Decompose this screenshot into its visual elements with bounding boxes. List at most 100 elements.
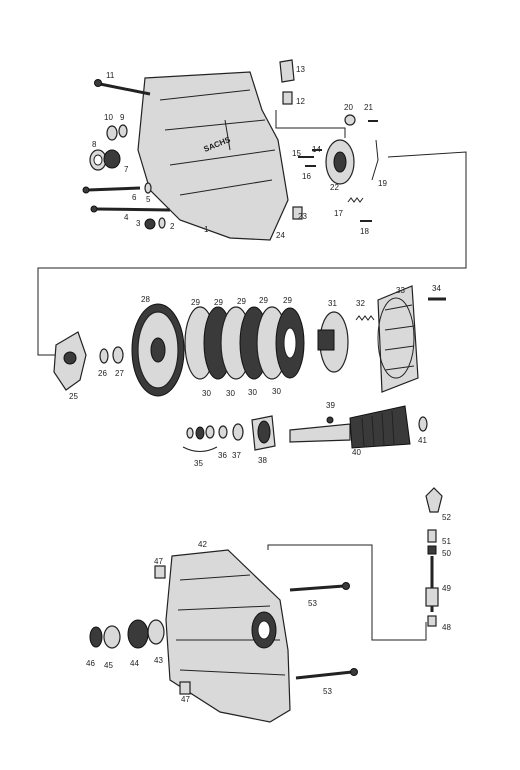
bolt-53-bottom [295,668,358,680]
label-32: 32 [356,299,365,308]
plug-13 [279,59,295,83]
label-23: 23 [298,212,307,221]
label-22: 22 [330,183,339,192]
spring-17 [347,197,364,203]
label-12: 12 [296,97,305,106]
label-51: 51 [442,537,451,546]
label-30d: 30 [272,387,281,396]
label-49: 49 [442,584,451,593]
clip-20 [344,114,356,126]
screw-4 [90,205,171,213]
label-44: 44 [130,659,139,668]
label-40: 40 [352,448,361,457]
label-18: 18 [360,227,369,236]
label-47a: 47 [154,557,163,566]
label-24: 24 [276,231,285,240]
washer-set-35 [186,425,215,440]
label-34: 34 [432,284,441,293]
screw-6 [82,186,141,194]
label-29d: 29 [259,296,268,305]
washer-26 [99,348,109,364]
label-28: 28 [141,295,150,304]
dowel-47-bottom [179,681,191,695]
washer-27 [112,346,124,364]
release-lever-22 [325,139,355,185]
lever-25 [53,331,87,391]
washer-10 [106,125,118,141]
label-45: 45 [104,661,113,670]
label-52: 52 [442,513,451,522]
plug-7 [103,149,121,169]
clutch-cover: SACHS [137,71,289,241]
label-9: 9 [120,113,125,122]
label-46: 46 [86,659,95,668]
label-50: 50 [442,549,451,558]
label-10: 10 [104,113,113,122]
label-17: 17 [334,209,343,218]
label-38: 38 [258,456,267,465]
washer-41 [418,416,428,432]
part-labels: 11 10 9 8 7 6 5 4 3 2 1 13 12 20 21 15 1… [69,65,451,704]
label-8: 8 [92,140,97,149]
gear-38 [251,415,276,451]
label-30c: 30 [248,388,257,397]
label-27: 27 [115,369,124,378]
label-5: 5 [146,195,151,204]
label-39: 39 [326,401,335,410]
label-53a: 53 [308,599,317,608]
screw-3 [144,218,156,230]
nut-45 [103,625,121,649]
label-29c: 29 [237,297,246,306]
label-37: 37 [232,451,241,460]
washer-2 [158,217,166,229]
label-11: 11 [106,71,115,80]
bolt-53-top [289,582,350,592]
clutch-basket-33 [377,285,419,393]
label-13: 13 [296,65,305,74]
label-30b: 30 [226,389,235,398]
clutch-hub-31 [317,311,349,373]
washer-37 [232,423,244,441]
oil-seal-8 [89,149,107,171]
label-41: 41 [418,436,427,445]
ball-39 [326,416,334,424]
label-29e: 29 [283,296,292,305]
label-36: 36 [218,451,227,460]
label-15: 15 [292,149,301,158]
cable-assembly [425,487,443,627]
label-14: 14 [312,145,321,154]
dowel-23 [292,206,303,220]
washer-46 [89,626,103,648]
washer-36 [218,425,228,439]
label-16: 16 [302,172,311,181]
label-30a: 30 [202,389,211,398]
bearing-44 [127,619,149,649]
label-47b: 47 [181,695,190,704]
label-43: 43 [154,656,163,665]
label-53b: 53 [323,687,332,696]
main-shaft-40 [289,405,411,449]
label-29b: 29 [214,298,223,307]
label-2: 2 [170,222,175,231]
label-1: 1 [204,225,209,234]
label-29a: 29 [191,298,200,307]
label-19: 19 [378,179,387,188]
washer-9 [118,124,128,138]
label-20: 20 [344,103,353,112]
label-6: 6 [132,193,137,202]
label-7: 7 [124,165,129,174]
label-25: 25 [69,392,78,401]
label-4: 4 [124,213,129,222]
clutch-plates [184,306,305,380]
label-26: 26 [98,369,107,378]
seal-12 [282,91,293,105]
crankcase-cover-42 [165,549,291,723]
label-3: 3 [136,219,141,228]
dowel-47-top [154,565,166,579]
seal-43 [147,619,165,645]
label-35: 35 [194,459,203,468]
cover-screw-11 [94,79,151,96]
label-48: 48 [442,623,451,632]
